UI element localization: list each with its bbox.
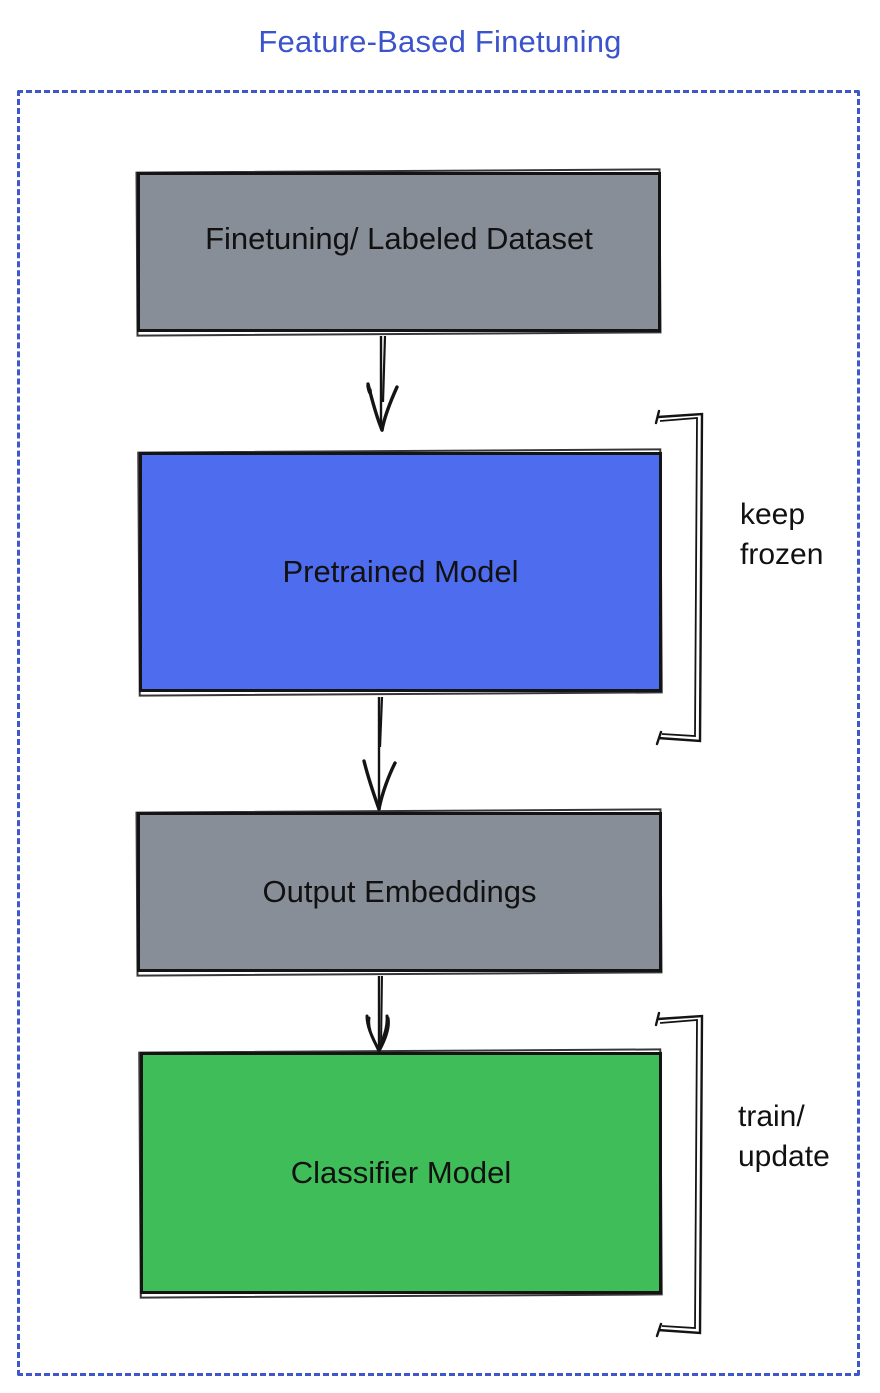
node-classifier-model-label: Classifier Model — [290, 1155, 512, 1190]
arrow-down-icon — [362, 696, 397, 811]
node-output-embeddings-label: Output Embeddings — [262, 874, 537, 909]
node-finetuning-dataset: Finetuning/ Labeled Dataset — [137, 172, 661, 332]
node-pretrained-model-label: Pretrained Model — [282, 554, 519, 589]
arrow-down-icon — [365, 975, 390, 1053]
node-output-embeddings: Output Embeddings — [137, 812, 662, 972]
train-update-line1: train/ — [738, 1100, 805, 1133]
dashed-frame — [17, 90, 860, 1376]
train-update-line2: update — [738, 1140, 830, 1173]
diagram-title: Feature-Based Finetuning — [258, 24, 622, 59]
arrow-down-icon — [366, 335, 399, 432]
node-pretrained-model: Pretrained Model — [139, 452, 662, 692]
keep-frozen-bracket-icon — [654, 409, 704, 746]
node-classifier-model: Classifier Model — [140, 1052, 662, 1294]
keep-frozen-line2: frozen — [740, 538, 824, 571]
keep-frozen-line1: keep — [740, 498, 806, 531]
train-update-bracket-icon — [654, 1011, 704, 1338]
node-finetuning-dataset-label: Finetuning/ Labeled Dataset — [205, 221, 593, 256]
train-update-label: train/ update — [738, 1097, 830, 1177]
keep-frozen-label: keep frozen — [740, 495, 823, 575]
